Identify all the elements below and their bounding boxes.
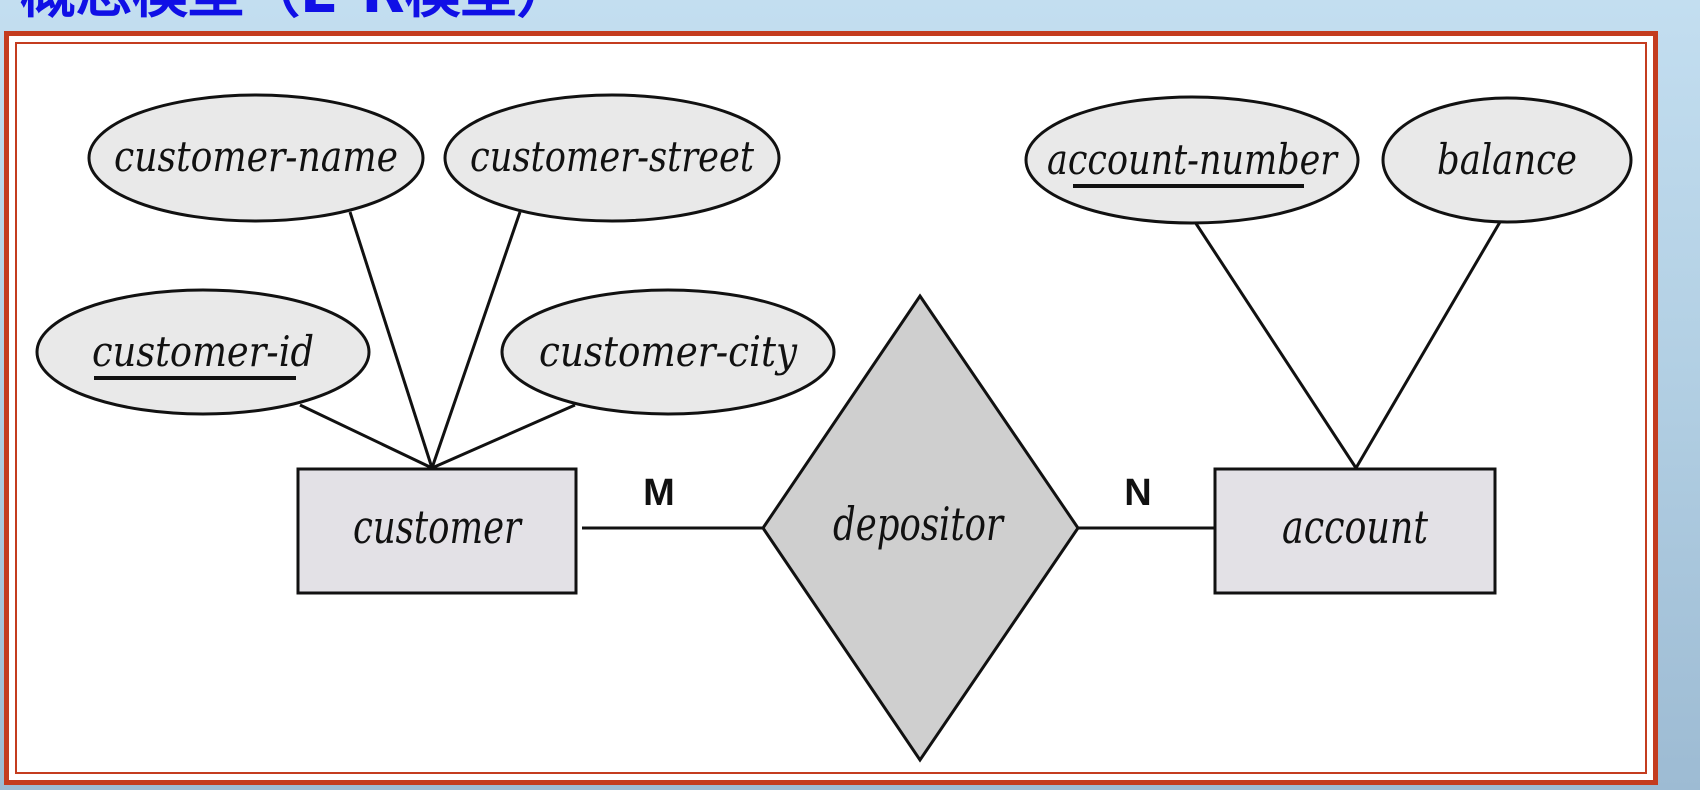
line-balance: [1354, 221, 1502, 469]
entity-account: account: [1213, 467, 1497, 595]
attribute-label: customer-street: [470, 132, 754, 181]
cardinality-label-n: N: [1124, 472, 1151, 514]
attribute-customer-name: customer-name: [87, 93, 425, 223]
slide-title: 概念模型（E-R模型）: [20, 0, 573, 26]
attribute-balance: balance: [1381, 96, 1633, 224]
attribute-label: balance: [1437, 135, 1577, 184]
attribute-label: account-number: [1047, 135, 1339, 184]
attribute-customer-street: customer-street: [443, 93, 781, 223]
entity-customer: customer: [296, 467, 578, 595]
attribute-label: customer-city: [539, 327, 798, 376]
line-customer-name: [348, 211, 434, 469]
attribute-account-number: account-number: [1024, 95, 1360, 225]
attribute-label: customer-name: [114, 132, 398, 181]
line-customer-id: [299, 403, 433, 470]
line-account-number: [1193, 221, 1358, 469]
cardinality-label-m: M: [643, 472, 675, 514]
attribute-customer-city: customer-city: [500, 288, 836, 416]
attribute-label: customer-id: [92, 327, 314, 376]
line-customer-street: [430, 211, 522, 469]
attribute-customer-id: customer-id: [35, 288, 371, 416]
line-customer-city: [431, 403, 576, 470]
entity-label: account: [1282, 500, 1428, 554]
entity-label: customer: [353, 500, 523, 554]
relationship-label: depositor: [833, 497, 1005, 551]
relationship-depositor: depositor: [761, 293, 1080, 763]
